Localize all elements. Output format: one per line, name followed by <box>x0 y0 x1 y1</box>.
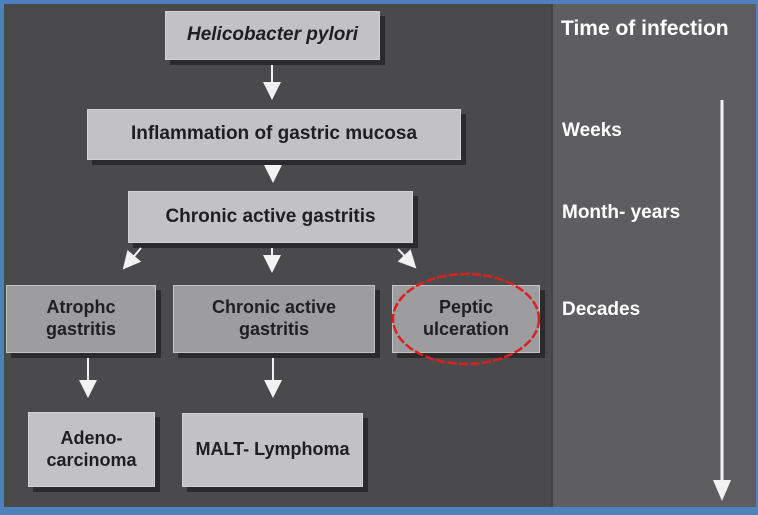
node-peptic-ulceration: Peptic ulceration <box>392 285 540 353</box>
node-inflammation-gastric-mucosa: Inflammation of gastric mucosa <box>87 109 461 160</box>
timeline-title: Time of infection <box>561 17 729 40</box>
node-adenocarcinoma: Adeno- carcinoma <box>28 412 155 487</box>
timeline-label-decades: Decades <box>562 299 641 320</box>
node-atrophic-gastritis: Atrophc gastritis <box>6 285 156 353</box>
timeline-panel <box>551 4 756 507</box>
timeline-label-month-years: Month- years <box>562 202 681 223</box>
node-helicobacter-pylori: Helicobacter pylori <box>165 11 380 60</box>
timeline-label-weeks: Weeks <box>562 120 622 141</box>
node-chronic-active-gastritis-stage2: Chronic active gastritis <box>173 285 375 353</box>
node-malt-lymphoma: MALT- Lymphoma <box>182 413 363 487</box>
node-chronic-active-gastritis-stage1: Chronic active gastritis <box>128 191 413 243</box>
